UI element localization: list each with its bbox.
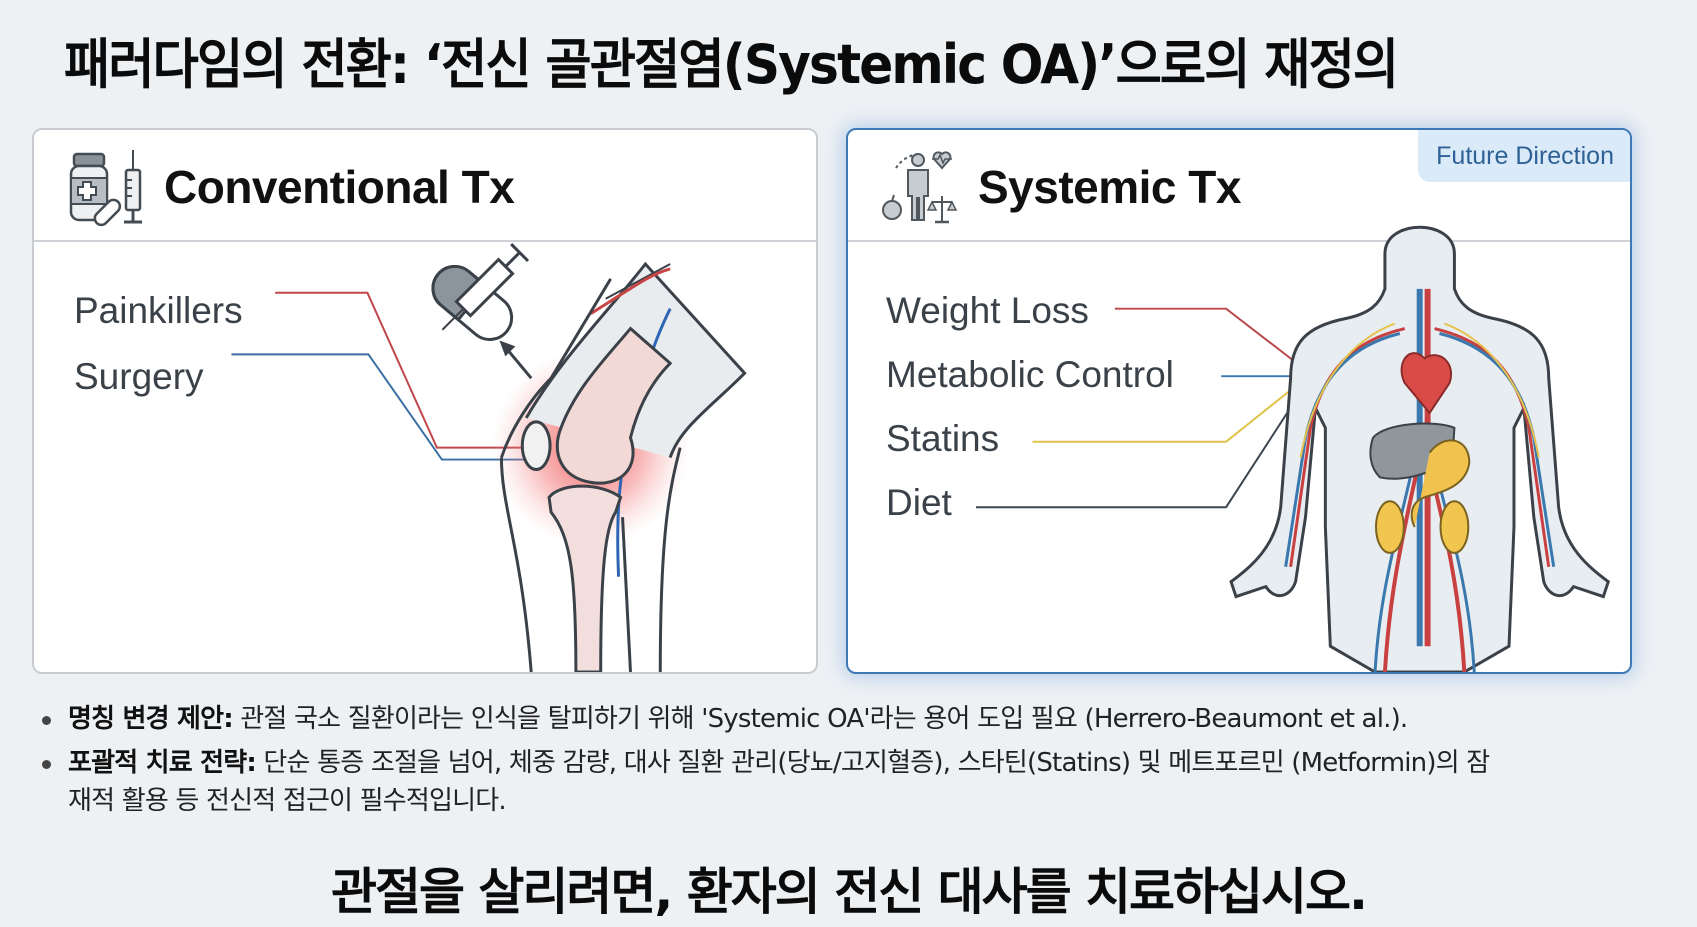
card-title: Conventional Tx	[164, 161, 515, 213]
medicine-bottle-syringe-icon	[69, 150, 142, 227]
bullet-list: 명칭 변경 제안: 관절 국소 질환이라는 인식을 탈피하기 위해 'Syste…	[40, 700, 1680, 820]
label-statins: Statins	[886, 418, 1000, 459]
bullet-heading: 명칭 변경 제안:	[68, 704, 234, 734]
bullet-text: 관절 국소 질환이라는 인식을 탈피하기 위해 'Systemic OA'라는 …	[232, 704, 1408, 734]
person-heart-apple-scale-icon	[882, 151, 958, 224]
future-direction-badge: Future Direction	[1418, 130, 1630, 182]
card-header: Systemic Tx Future Direction	[848, 130, 1630, 242]
bullet-text: 단순 통증 조절을 넘어, 체중 감량, 대사 질환 관리(당뇨/고지혈증), …	[68, 748, 1490, 816]
label-diet: Diet	[886, 482, 952, 523]
page-title: 패러다임의 전환: ‘전신 골관절염(Systemic OA)’으로의 재정의	[64, 33, 1399, 96]
systemic-tx-card: Systemic Tx Future Direction Weight Loss…	[846, 128, 1632, 674]
bullet-heading: 포괄적 치료 전략:	[68, 748, 257, 778]
label-metabolic-control: Metabolic Control	[886, 354, 1174, 395]
card-header: Conventional Tx	[34, 130, 816, 242]
bullet-item: 포괄적 치료 전략: 단순 통증 조절을 넘어, 체중 감량, 대사 질환 관리…	[40, 744, 1500, 820]
footer-tagline: 관절을 살리려면, 환자의 전신 대사를 치료하십시오.	[330, 863, 1368, 921]
label-painkillers: Painkillers	[74, 290, 243, 331]
conventional-tx-card: Conventional Tx Painkillers Surgery	[32, 128, 818, 674]
card-title: Systemic Tx	[978, 161, 1241, 213]
bullet-item: 명칭 변경 제안: 관절 국소 질환이라는 인식을 탈피하기 위해 'Syste…	[40, 700, 1680, 738]
label-surgery: Surgery	[74, 356, 204, 397]
label-weight-loss: Weight Loss	[886, 290, 1089, 331]
